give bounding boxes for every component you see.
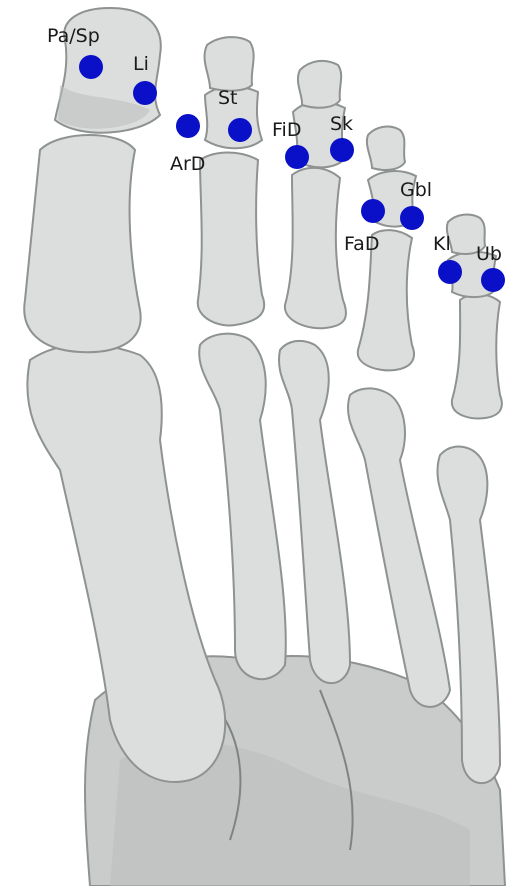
marker-fad[interactable] [361,199,385,223]
distal-phalanx-4 [367,127,405,170]
marker-li[interactable] [133,81,157,105]
proximal-phalanx-3 [285,168,346,328]
label-gbl: Gbl [400,179,432,201]
marker-gbl[interactable] [400,206,424,230]
label-st: St [218,87,238,109]
label-ub: Ub [476,243,502,265]
label-pa-sp: Pa/Sp [47,25,100,47]
marker-pa-sp[interactable] [79,55,103,79]
metatarsal-2 [199,334,286,679]
distal-phalanx-3 [298,61,341,108]
proximal-phalanx-1 [24,135,140,352]
marker-fid[interactable] [285,145,309,169]
marker-st[interactable] [228,118,252,142]
metatarsal-4 [348,388,450,706]
distal-phalanx-2 [205,37,254,91]
label-kl: Kl [433,233,451,255]
label-fid: FiD [272,119,301,141]
marker-ub[interactable] [481,268,505,292]
marker-sk[interactable] [330,138,354,162]
label-sk: Sk [330,113,353,135]
label-li: Li [133,53,149,75]
label-ard: ArD [170,153,205,175]
label-fad: FaD [344,233,379,255]
proximal-phalanx-5 [452,294,502,418]
marker-ard[interactable] [176,114,200,138]
metatarsal-3 [279,341,350,683]
marker-kl[interactable] [438,260,462,284]
metatarsal-1 [27,344,225,782]
proximal-phalanx-2 [198,153,264,326]
